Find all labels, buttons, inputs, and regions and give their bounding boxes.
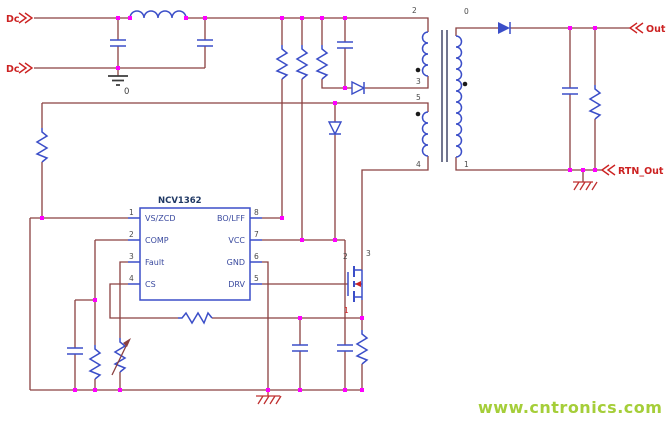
xfmr-pin3-number: 3: [416, 77, 421, 86]
ntc-thermistor: [111, 337, 131, 376]
net-bo-divider: [262, 18, 283, 219]
ic-pin1-label: VS/ZCD: [145, 214, 175, 223]
output-rectifier-diode: [498, 22, 511, 34]
primary-ground-symbol: [256, 390, 282, 405]
input-cap-1: [109, 39, 127, 47]
aux-winding: [421, 111, 429, 157]
cs-filter-cap: [291, 344, 309, 352]
ic-title: NCV1362: [158, 196, 202, 206]
net-vcc: [262, 239, 346, 390]
vs-divider-resistor: [36, 127, 48, 163]
mosfet-body-arrow: [355, 281, 361, 287]
ic-pin3-number: 3: [129, 252, 134, 261]
ic-ncv1362: [128, 207, 262, 301]
ic-pin7-number: 7: [254, 230, 259, 239]
out-terminal-label: Out: [646, 24, 666, 35]
labels: Dc Dc Out RTN_Out 0 NCV1362 1 2 3 4 VS/Z…: [6, 6, 666, 417]
net-drain: [361, 156, 429, 270]
secondary-winding: [455, 35, 463, 158]
input-inductor: [129, 10, 187, 19]
input-cap-2: [196, 39, 214, 47]
net-clamp-rc: [321, 18, 352, 89]
output-ground-symbol: [573, 181, 598, 191]
ic-pin5-label: DRV: [228, 280, 245, 289]
clamp-resistor: [316, 44, 328, 80]
ic-pin7-label: VCC: [228, 236, 245, 245]
primary-winding: [421, 31, 429, 77]
output-cap: [561, 87, 579, 95]
cs-series-resistor: [177, 312, 213, 324]
ground-zero-label: 0: [124, 87, 129, 97]
net-clamp-to-pin3: [365, 76, 429, 89]
dc-top-terminal-label: Dc: [6, 14, 20, 25]
components: [18, 10, 644, 405]
comp-resistor: [89, 344, 101, 380]
bo-upper-resistor: [276, 44, 288, 80]
comp-cap: [66, 347, 84, 355]
rtn-out-terminal-label: RTN_Out: [618, 166, 664, 177]
net-fault: [119, 261, 128, 390]
xfmr-pin4-number: 4: [416, 160, 421, 169]
mosfet-gate-number: 3: [366, 249, 371, 258]
ic-pin2-label: COMP: [145, 236, 169, 245]
net-vszcd-pin1: [29, 217, 128, 390]
input-ground-symbol: [108, 75, 128, 86]
output-load-resistor: [589, 84, 601, 120]
ic-pin-stubs: [128, 217, 262, 285]
mosfet-source-number: 1: [344, 306, 349, 315]
rtn-out-connector-icon: [600, 164, 616, 176]
net-secondary-out: [455, 27, 630, 36]
clamp-diode: [351, 80, 366, 96]
dc-top-connector-icon: [18, 12, 34, 24]
out-connector-icon: [628, 22, 644, 34]
ic-pin4-number: 4: [129, 274, 134, 283]
dc-bottom-terminal-label: Dc: [6, 64, 20, 75]
xfmr-pin0-number: 0: [464, 7, 469, 16]
startup-resistor: [296, 44, 308, 80]
net-aux-winding: [42, 102, 429, 112]
ic-pin1-number: 1: [129, 208, 134, 217]
ic-pin3-label: Fault: [145, 258, 164, 267]
clamp-cap: [336, 41, 354, 49]
vcc-cap: [336, 344, 354, 352]
phase-dot-secondary: [462, 81, 468, 87]
wires: [29, 17, 630, 391]
transformer: [415, 30, 468, 162]
ic-pin8-label: BO/LFF: [217, 214, 245, 223]
ic-pin5-number: 5: [254, 274, 259, 283]
sense-resistor: [356, 329, 368, 365]
phase-dot-primary: [415, 67, 421, 73]
xfmr-pin1-number: 1: [464, 160, 469, 169]
ic-pin4-label: CS: [145, 280, 156, 289]
net-input-top-rail: [34, 17, 429, 32]
ic-pin6-number: 6: [254, 252, 259, 261]
mosfet-drain-number: 2: [343, 252, 348, 261]
net-cs: [109, 283, 363, 390]
ic-pin6-label: GND: [227, 258, 245, 267]
transformer-core: [441, 30, 448, 162]
xfmr-pin2-number: 2: [412, 6, 417, 15]
net-ic-ground: [262, 261, 269, 390]
watermark-text: www.cntronics.com: [478, 398, 662, 417]
ic-pin8-number: 8: [254, 208, 259, 217]
vcc-rectifier-diode: [327, 121, 343, 136]
net-rtn-rail: [455, 157, 602, 171]
net-comp: [74, 239, 128, 390]
xfmr-pin5-number: 5: [416, 93, 421, 102]
ic-body: [139, 207, 251, 301]
power-mosfet: [347, 266, 363, 302]
phase-dot-aux: [415, 111, 421, 117]
ic-pin2-number: 2: [129, 230, 134, 239]
dc-bottom-connector-icon: [18, 62, 34, 74]
